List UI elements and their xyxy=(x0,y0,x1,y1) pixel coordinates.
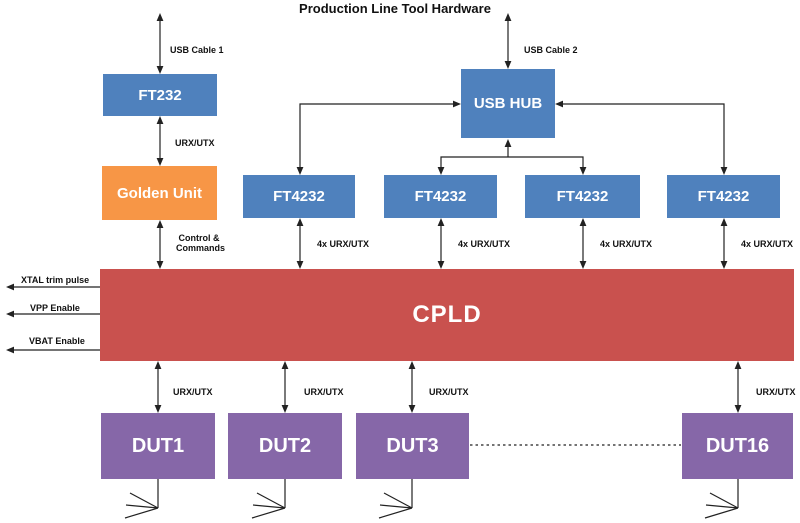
ft232-block: FT232 xyxy=(103,74,217,116)
cpld-block: CPLD xyxy=(100,269,794,361)
x4-urx-utx-label-1: 4x URX/UTX xyxy=(317,239,370,249)
usb-cable-1-connector xyxy=(156,13,164,74)
dut3-block: DUT3 xyxy=(356,413,469,479)
control-commands-label: Control & Commands xyxy=(176,233,226,253)
usb-hub-block: USB HUB xyxy=(461,69,555,138)
x4-urx-utx-label-4: 4x URX/UTX xyxy=(741,239,794,249)
usb-cable-1-label: USB Cable 1 xyxy=(170,45,224,55)
control-commands-line1: Control & xyxy=(178,233,220,243)
vpp-enable-label: VPP Enable xyxy=(30,303,80,313)
urx-utx-label-dut16: URX/UTX xyxy=(756,387,796,397)
cpld-output-arrows xyxy=(6,283,100,354)
hub-ft4232-left-connector xyxy=(296,100,461,175)
xtal-trim-pulse-label: XTAL trim pulse xyxy=(21,275,90,285)
ft4232-cpld-connectors xyxy=(296,218,728,269)
ft232-golden-connector xyxy=(156,116,164,166)
dut16-block: DUT16 xyxy=(682,413,793,479)
golden-unit-block: Golden Unit xyxy=(102,166,217,220)
usb-cable-2-label: USB Cable 2 xyxy=(524,45,578,55)
urx-utx-label-ft232: URX/UTX xyxy=(175,138,215,148)
cpld-dut-connectors xyxy=(154,361,742,413)
urx-utx-label-dut2: URX/UTX xyxy=(304,387,344,397)
ft4232-block-4: FT4232 xyxy=(667,175,780,218)
usb-cable-2-connector xyxy=(504,13,512,69)
x4-urx-utx-label-3: 4x URX/UTX xyxy=(600,239,653,249)
dut-ground-symbols xyxy=(124,479,739,519)
diagram-title: Production Line Tool Hardware xyxy=(299,1,491,16)
dut1-block: DUT1 xyxy=(101,413,215,479)
hub-ft4232-right-connector xyxy=(555,100,728,175)
control-commands-line2: Commands xyxy=(176,243,226,253)
x4-urx-utx-label-2: 4x URX/UTX xyxy=(458,239,511,249)
ft4232-block-2: FT4232 xyxy=(384,175,497,218)
vbat-enable-label: VBAT Enable xyxy=(29,336,85,346)
dut2-block: DUT2 xyxy=(228,413,342,479)
urx-utx-label-dut3: URX/UTX xyxy=(429,387,469,397)
ft4232-block-1: FT4232 xyxy=(243,175,355,218)
ft4232-block-3: FT4232 xyxy=(525,175,640,218)
hub-ft4232-mid-connector xyxy=(437,139,587,175)
urx-utx-label-dut1: URX/UTX xyxy=(173,387,213,397)
golden-cpld-connector xyxy=(156,220,164,269)
